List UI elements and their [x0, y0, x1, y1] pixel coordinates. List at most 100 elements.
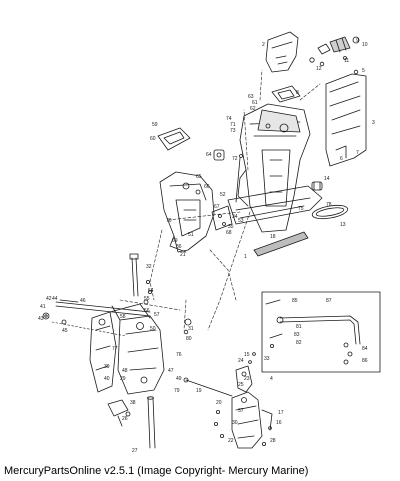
callout-82: 82 — [296, 340, 302, 346]
callout-23: 23 — [244, 376, 250, 382]
callout-75: 75 — [298, 206, 304, 212]
callout-56: 56 — [144, 308, 150, 314]
callout-19: 19 — [196, 388, 202, 394]
callout-37: 37 — [238, 408, 244, 414]
callout-29: 29 — [120, 376, 126, 382]
callout-60: 60 — [150, 136, 156, 142]
callout-87: 87 — [326, 298, 332, 304]
callout-13: 13 — [340, 222, 346, 228]
rubber-seal-oval — [311, 204, 349, 220]
callout-50: 50 — [150, 326, 156, 332]
callout-51: 51 — [188, 232, 194, 238]
callout-18: 18 — [270, 234, 276, 240]
callout-76: 76 — [176, 352, 182, 358]
callout-21: 21 — [180, 252, 186, 258]
callout-59: 59 — [152, 122, 158, 128]
callout-67: 67 — [214, 204, 220, 210]
callout-5: 5 — [362, 68, 365, 74]
callout-33: 33 — [264, 356, 270, 362]
callout-1: 1 — [244, 254, 247, 260]
callout-49: 49 — [176, 376, 182, 382]
callout-77: 77 — [112, 346, 118, 352]
pivot-shaft — [129, 253, 139, 297]
callout-14: 14 — [324, 176, 330, 182]
callout-58: 58 — [120, 314, 126, 320]
callout-61: 61 — [252, 100, 258, 106]
inset-detail-box — [261, 291, 381, 373]
callout-24: 24 — [238, 358, 244, 364]
callout-36: 36 — [176, 244, 182, 250]
callout-74: 74 — [226, 116, 232, 122]
callout-86: 86 — [362, 358, 368, 364]
callout-57: 57 — [154, 312, 160, 318]
side-strip — [253, 231, 309, 257]
callout-16: 16 — [276, 420, 282, 426]
callout-2: 2 — [262, 42, 265, 48]
driveshaft-housing — [237, 103, 311, 233]
callout-47: 47 — [168, 368, 174, 374]
cover-plate-left — [157, 127, 191, 151]
callout-30: 30 — [232, 420, 238, 426]
callout-20: 20 — [216, 400, 222, 406]
callout-38: 38 — [130, 400, 136, 406]
callout-69: 69 — [172, 238, 178, 244]
exploded-view-dashed-lines — [119, 69, 321, 331]
callout-84: 84 — [362, 346, 368, 352]
callout-48: 48 — [122, 368, 128, 374]
callout-79: 79 — [174, 388, 180, 394]
tilt-pin-rod — [147, 396, 156, 449]
callout-17: 17 — [278, 410, 284, 416]
callout-44: 44 — [52, 296, 58, 302]
callout-55: 55 — [144, 296, 150, 302]
callout-46: 46 — [80, 298, 86, 304]
callout-22: 22 — [228, 438, 234, 444]
callout-41: 41 — [40, 304, 46, 310]
tilt-lock-lever — [107, 399, 131, 427]
callout-8: 8 — [296, 90, 299, 96]
reverse-lock-lever — [235, 365, 253, 393]
callout-85: 85 — [292, 298, 298, 304]
callout-53: 53 — [238, 218, 244, 224]
callout-27: 27 — [132, 448, 138, 454]
callout-25: 25 — [238, 382, 244, 388]
callout-12: 12 — [316, 66, 322, 72]
callout-3: 3 — [372, 120, 375, 126]
callout-15: 15 — [244, 352, 250, 358]
long-stud — [235, 154, 243, 203]
plunger-spring-assembly — [309, 36, 360, 67]
left-fasteners — [42, 279, 192, 335]
clamp-bracket-right — [231, 391, 273, 449]
callout-68: 68 — [226, 230, 232, 236]
callout-4: 4 — [270, 376, 273, 382]
rubber-mount-small — [213, 149, 225, 161]
callout-80: 80 — [186, 336, 192, 342]
swivel-bracket-upper — [159, 171, 215, 253]
callout-71: 71 — [230, 122, 236, 128]
callout-62: 62 — [250, 106, 256, 112]
callout-32: 32 — [146, 264, 152, 270]
gasket-top — [271, 85, 301, 103]
image-caption: MercuryPartsOnline v2.5.1 (Image Copyrig… — [4, 465, 309, 477]
callout-9: 9 — [356, 38, 359, 44]
callout-labels: 1 2 3 4 5 6 7 8 9 10 11 12 13 14 15 16 1… — [38, 38, 375, 454]
long-bolt-diagonal — [183, 377, 233, 397]
callout-39: 39 — [104, 364, 110, 370]
callout-7: 7 — [356, 150, 359, 156]
callout-78: 78 — [326, 202, 332, 208]
exploded-parts-diagram: 1 2 3 4 5 6 7 8 9 10 11 12 13 14 15 16 1… — [38, 31, 381, 454]
callout-65: 65 — [196, 174, 202, 180]
callout-11: 11 — [344, 58, 349, 64]
callout-73: 73 — [230, 128, 236, 134]
callout-52: 52 — [220, 192, 226, 198]
callout-10: 10 — [362, 42, 368, 48]
bushing-right — [311, 181, 323, 191]
callout-72: 72 — [232, 156, 238, 162]
callout-83: 83 — [294, 332, 300, 338]
shift-housing-part — [265, 31, 299, 73]
callout-42: 42 — [46, 296, 52, 302]
callout-28: 28 — [270, 438, 276, 444]
callout-64: 64 — [206, 152, 212, 158]
callout-63: 63 — [248, 94, 254, 100]
exhaust-cover-plate — [325, 69, 367, 167]
